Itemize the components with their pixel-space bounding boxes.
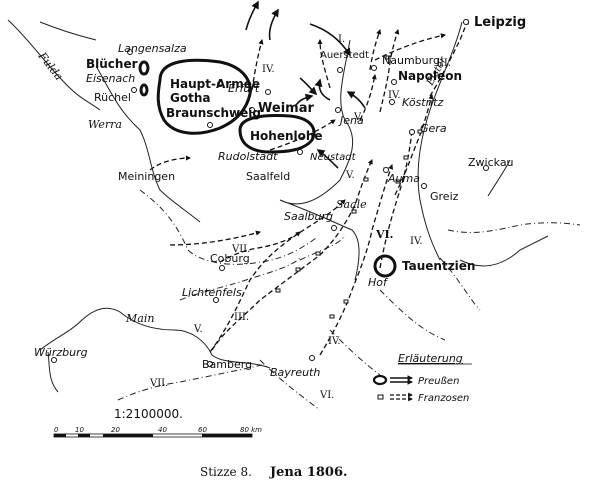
river-label-saale: Saale [336,198,367,211]
place-zwickau: Zwickau [468,156,514,169]
legend: Erläuterung Preußen Franzosen [372,352,472,404]
scale: 1:2100000. 0 10 20 40 60 80 km [53,407,262,438]
haupt-armee-outline [156,58,252,135]
place-bamberg: Bamberg [202,358,252,371]
corps-label: IV. [328,336,341,347]
army-hohenlohe: Hohenlohe [250,129,323,143]
town-dots [51,19,489,367]
river-east [487,159,511,197]
river-werra [95,65,201,223]
place-gera: Gera [420,122,447,135]
borders [117,189,581,411]
place-naumburg: Naumburg [382,54,440,67]
prussian-routes [245,0,366,169]
place-meiningen: Meiningen [118,170,175,183]
legend-french: Franzosen [418,393,469,404]
place-rudolstadt: Rudolstadt [218,150,278,163]
place-greiz: Greiz [430,190,459,203]
place-ruchel: Rüchel [94,91,131,104]
river-elster [417,21,463,261]
legend-prussians: Preußen [418,376,459,387]
place-labels: Langensalza Blücher Eisenach Rüchel Erfu… [34,15,526,379]
corps-label: IV. [262,64,275,75]
scale-tick: 40 [158,426,167,434]
corps-label: III. [436,58,451,69]
place-langensalza: Langensalza [118,42,187,55]
corps-label: IV. [410,236,423,247]
corps-label: VII. [149,378,168,389]
place-saalburg: Saalburg [284,210,333,223]
place-bayreuth: Bayreuth [270,366,320,379]
corps-label: V. [353,112,363,123]
place-neustadt: Neustadt [310,152,357,163]
scale-tick: 80 km [240,426,262,434]
place-weimar: Weimar [258,101,314,116]
corps-label: III. [234,312,249,323]
legend-title: Erläuterung [398,352,463,365]
corps-label: IV. [388,90,401,101]
place-eisenach: Eisenach [86,72,135,85]
river-tributary [39,21,97,41]
river-saale [279,39,360,281]
tauentzien-position [373,254,397,278]
river-label-werra: Werra [88,118,122,131]
place-lichtenfels: Lichtenfels [182,286,242,299]
army-labels: Haupt-Armee Gotha Braunschweig Hohenlohe… [166,77,475,273]
river-main [39,307,271,369]
scale-tick: 10 [75,426,84,434]
corps-label: V. [345,170,355,181]
place-saalfeld: Saalfeld [246,170,290,183]
scale-tick: 20 [111,426,120,434]
place-auerstedt: Auerstedt [320,50,369,61]
river-main-west [47,351,59,393]
army-positions [138,58,397,278]
place-blucher: Blücher [86,57,138,71]
rivers [7,19,549,393]
hohenlohe-outline [238,114,316,154]
place-napoleon: Napoleon [398,69,462,83]
corps-label: VI. [375,228,394,241]
army-tauentzien: Tauentzien [402,259,475,273]
army-braunschweig: Braunschweig [166,106,261,120]
corps-label: V. [193,324,203,335]
river-fulda [7,19,101,111]
army-gotha: Gotha [170,91,210,105]
caption-prefix: Stizze 8. [200,465,252,479]
place-erfurt: Erfurt [228,82,260,95]
ruchel-position [139,83,149,97]
scale-ratio: 1:2100000. [114,407,183,421]
scale-tick: 0 [54,426,59,434]
place-wurzburg: Würzburg [34,346,88,359]
place-leipzig: Leipzig [474,15,526,30]
legend-prussian-swatch [372,374,388,386]
place-kostritz: Köstritz [402,96,443,109]
french-routes [149,19,469,356]
corps-label: VII. [231,244,250,255]
river-label-fulda: Fulda [35,49,65,83]
blucher-position [138,60,150,76]
river-label-main: Main [125,312,154,325]
caption: Stizze 8. Jena 1806. [200,465,348,480]
corps-label: I. [338,34,345,45]
scale-tick: 60 [198,426,207,434]
caption-title: Jena 1806. [269,465,348,480]
legend-french-swatch [377,394,384,400]
place-jena: Jena [338,114,364,127]
army-haupt-armee: Haupt-Armee [170,77,260,91]
place-auma: Auma [387,172,420,185]
corps-labels: I. III. IV. IV. V. V. VI. VI. IV. VII. V… [149,34,451,401]
place-coburg: Coburg [210,252,250,265]
corps-label: VI. [319,390,334,401]
river-naab [459,235,549,267]
place-hof: Hof [368,276,389,289]
